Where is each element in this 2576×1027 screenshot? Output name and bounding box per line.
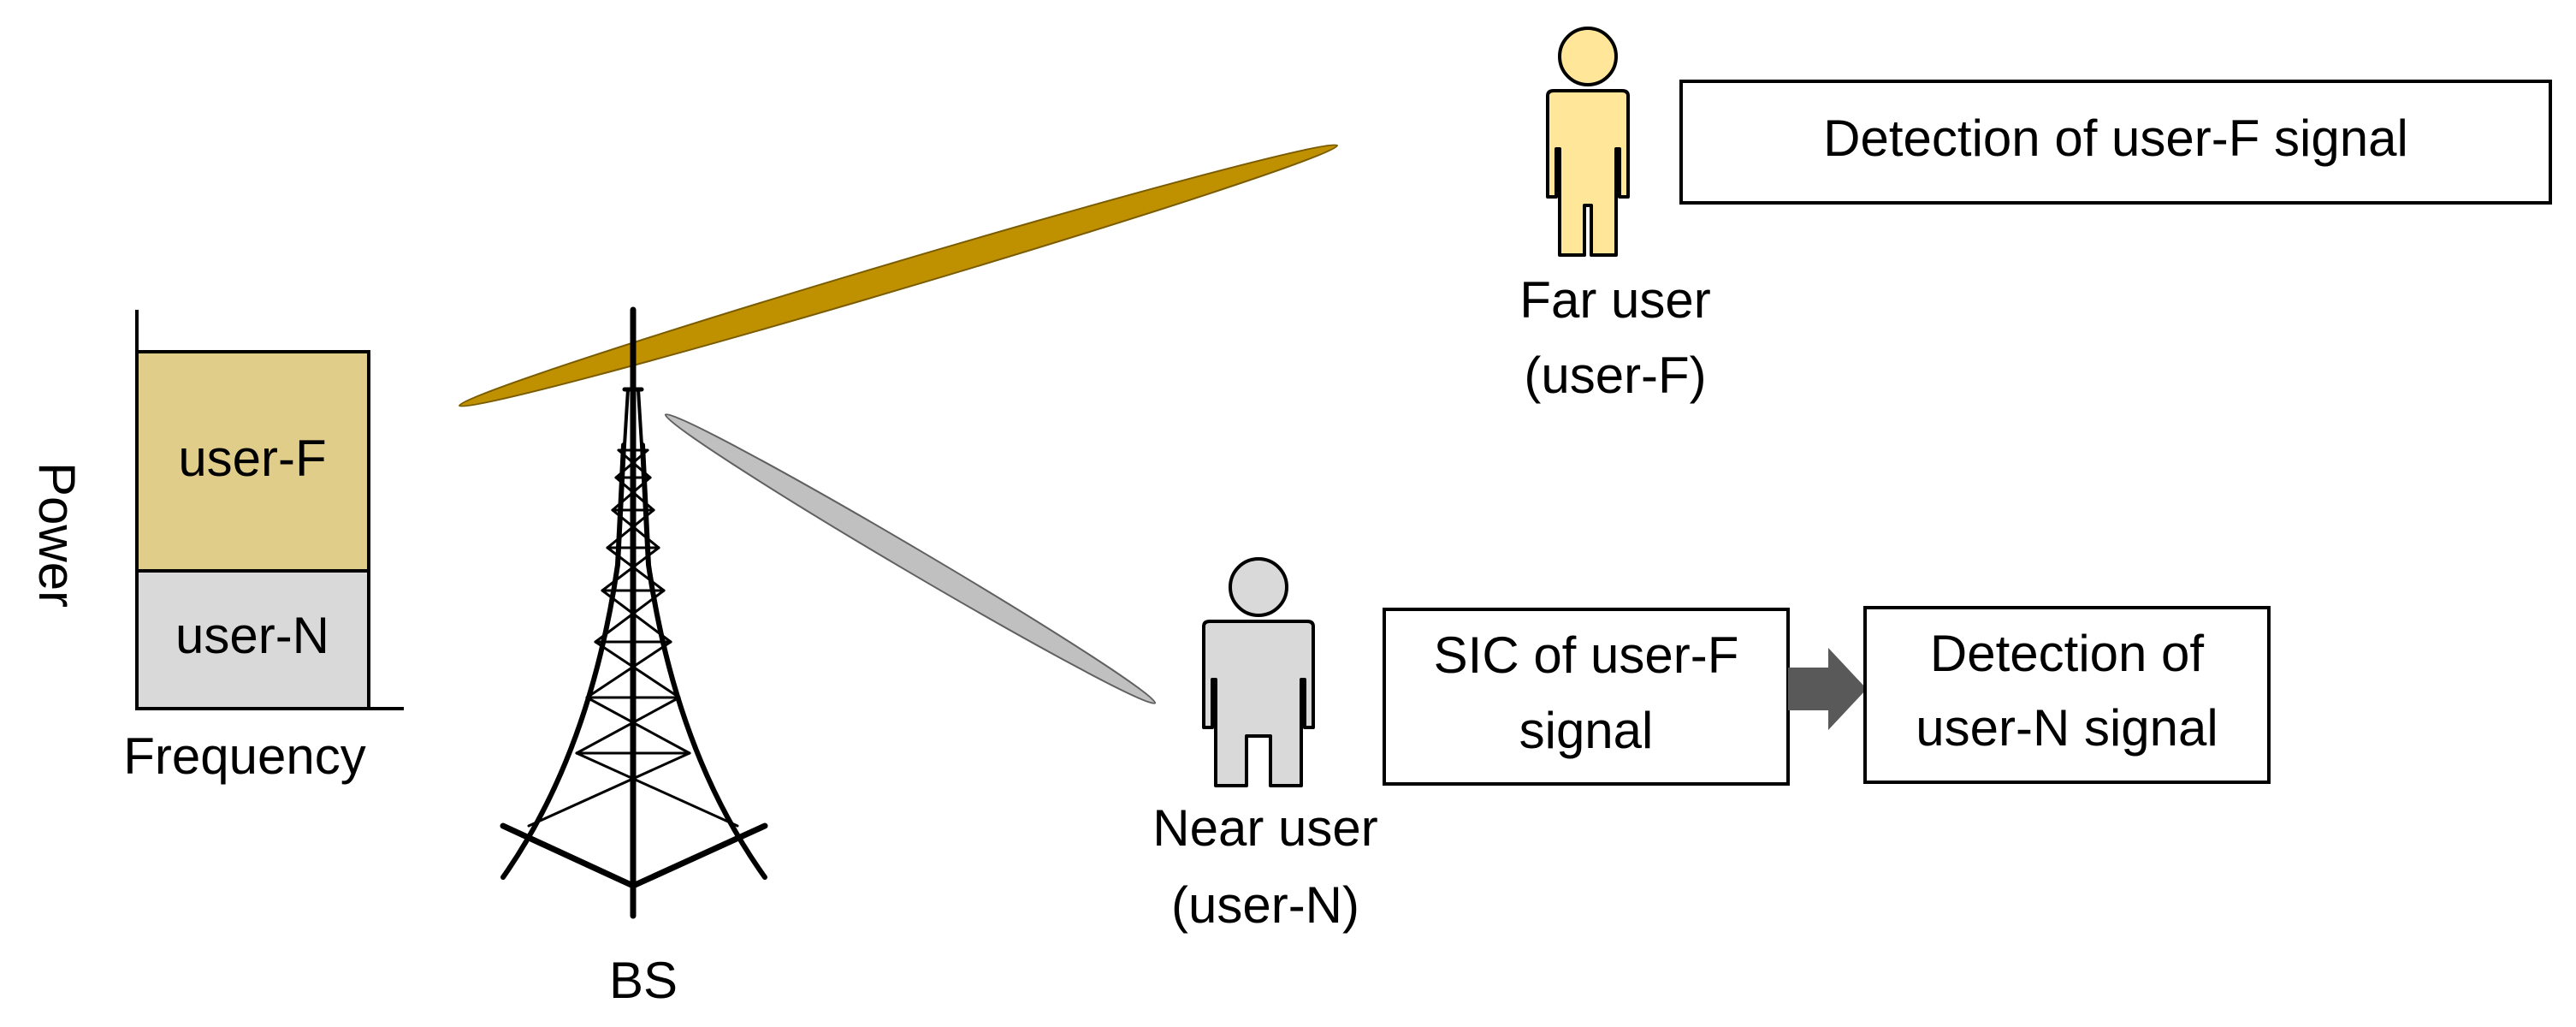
- far-user-label-line1: Far user: [1519, 271, 1710, 329]
- near-user-detection-line1: Detection of: [1930, 625, 2205, 682]
- user-n-power-block: [135, 569, 370, 710]
- far-user-label-line2: (user-F): [1524, 347, 1706, 404]
- user-f-block-label: user-F: [178, 430, 326, 487]
- far-user-beam: [459, 144, 1338, 407]
- far-user-icon: [1546, 27, 1630, 257]
- frequency-axis-label: Frequency: [123, 727, 365, 785]
- far-user-detection-box: Detection of user-F signal: [1679, 80, 2552, 205]
- near-user-label-line1: Near user: [1152, 799, 1377, 857]
- base-station-label: BS: [609, 952, 678, 1009]
- power-axis-label: Power: [28, 462, 86, 608]
- near-user-detection-box: Detection of user-N signal: [1863, 606, 2271, 784]
- sic-box-line1: SIC of user-F: [1434, 626, 1739, 684]
- sic-box: SIC of user-F signal: [1383, 608, 1790, 786]
- near-user-label-line2: (user-N): [1171, 876, 1359, 934]
- near-user-icon: [1202, 557, 1315, 787]
- near-user-detection-line2: user-N signal: [1916, 699, 2218, 757]
- power-frequency-chart: user-F user-N Power Frequency: [28, 310, 404, 785]
- base-station-tower-icon: [500, 306, 768, 919]
- user-f-power-block: [135, 350, 370, 573]
- process-arrow: [1788, 648, 1867, 730]
- far-user-detection-text: Detection of user-F signal: [1823, 110, 2408, 167]
- user-n-block-label: user-N: [175, 607, 329, 664]
- near-user-beam: [664, 413, 1157, 704]
- sic-box-line2: signal: [1519, 702, 1654, 759]
